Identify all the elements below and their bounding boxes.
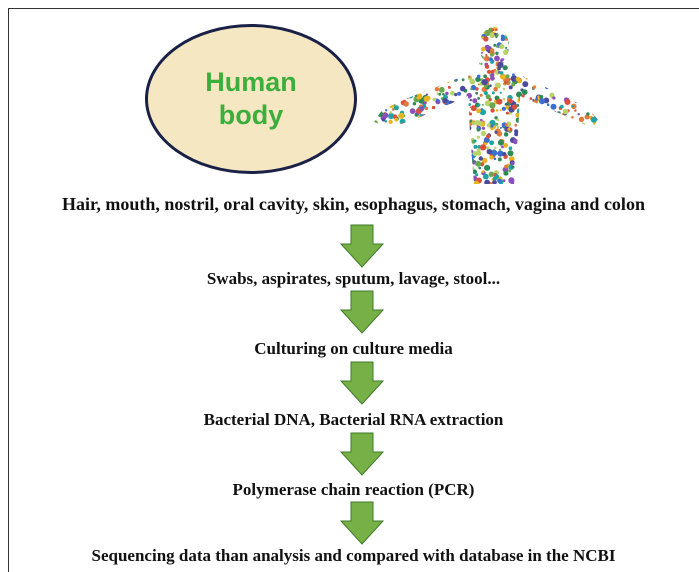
step-culturing: Culturing on culture media: [8, 339, 699, 359]
step-pcr: Polymerase chain reaction (PCR): [8, 480, 699, 500]
human-body-oval: Human body: [145, 24, 357, 174]
step-sample-sites: Hair, mouth, nostril, oral cavity, skin,…: [8, 194, 699, 215]
human-body-label: Human body: [205, 66, 297, 132]
step-sample-types: Swabs, aspirates, sputum, lavage, stool.…: [8, 269, 699, 289]
human-figure-icon: [368, 14, 600, 184]
step-extraction: Bacterial DNA, Bacterial RNA extraction: [8, 410, 699, 430]
arrow-icon-2: [340, 290, 384, 334]
arrow-icon-3: [340, 361, 384, 405]
arrow-icon-1: [340, 224, 384, 268]
figure-dots: [368, 14, 600, 184]
arrow-icon-5: [340, 501, 384, 545]
step-sequencing: Sequencing data than analysis and compar…: [8, 546, 699, 566]
arrow-icon-4: [340, 432, 384, 476]
